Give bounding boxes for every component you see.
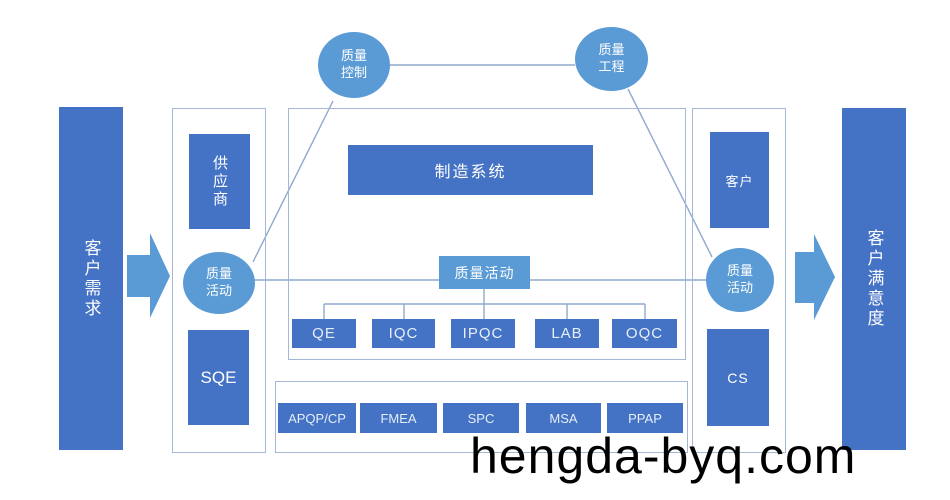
dept-box-oqc: OQC <box>612 319 677 348</box>
connector-qc-to-supplier-activity <box>252 100 334 263</box>
supplier-box: 供应商 <box>189 134 250 229</box>
cs-box: CS <box>707 329 769 426</box>
customer-demand-label: 客户需求 <box>81 238 101 319</box>
sqe-box: SQE <box>188 330 249 425</box>
manufacturing-group-outline <box>288 108 686 360</box>
manufacturing-system-box: 制造系统 <box>348 145 593 195</box>
tool-box-spc: SPC <box>443 403 519 433</box>
customer-activity-circle: 质量 活动 <box>706 248 774 312</box>
dept-box-iqc: IQC <box>372 319 435 348</box>
connector-qe-to-customer-activity <box>627 88 713 258</box>
watermark-text: hengda-byq.com <box>470 428 857 484</box>
customer-group-outline <box>692 108 786 453</box>
dept-box-qe: QE <box>292 319 356 348</box>
customer-demand-bar: 客户需求 <box>59 107 123 450</box>
tool-box-fmea: FMEA <box>360 403 437 433</box>
quality-control-circle: 质量 控制 <box>318 32 390 98</box>
supplier-activity-circle: 质量 活动 <box>183 252 255 314</box>
tool-box-apqp-cp: APQP/CP <box>278 403 356 433</box>
right-flow-arrow-icon <box>795 234 835 320</box>
customer-box: 客户 <box>710 132 769 228</box>
dept-box-lab: LAB <box>535 319 599 348</box>
left-flow-arrow-icon <box>127 233 170 318</box>
quality-activity-box: 质量活动 <box>439 256 530 289</box>
tools-group-outline <box>275 381 688 453</box>
customer-satisfaction-label: 客户满意度 <box>864 229 884 329</box>
quality-engineering-circle: 质量 工程 <box>575 27 648 91</box>
supplier-label: 供应商 <box>211 154 228 209</box>
supplier-group-outline <box>172 108 266 453</box>
dept-box-ipqc: IPQC <box>451 319 515 348</box>
tool-box-ppap: PPAP <box>607 403 683 433</box>
customer-satisfaction-bar: 客户满意度 <box>842 108 906 450</box>
tool-box-msa: MSA <box>526 403 601 433</box>
